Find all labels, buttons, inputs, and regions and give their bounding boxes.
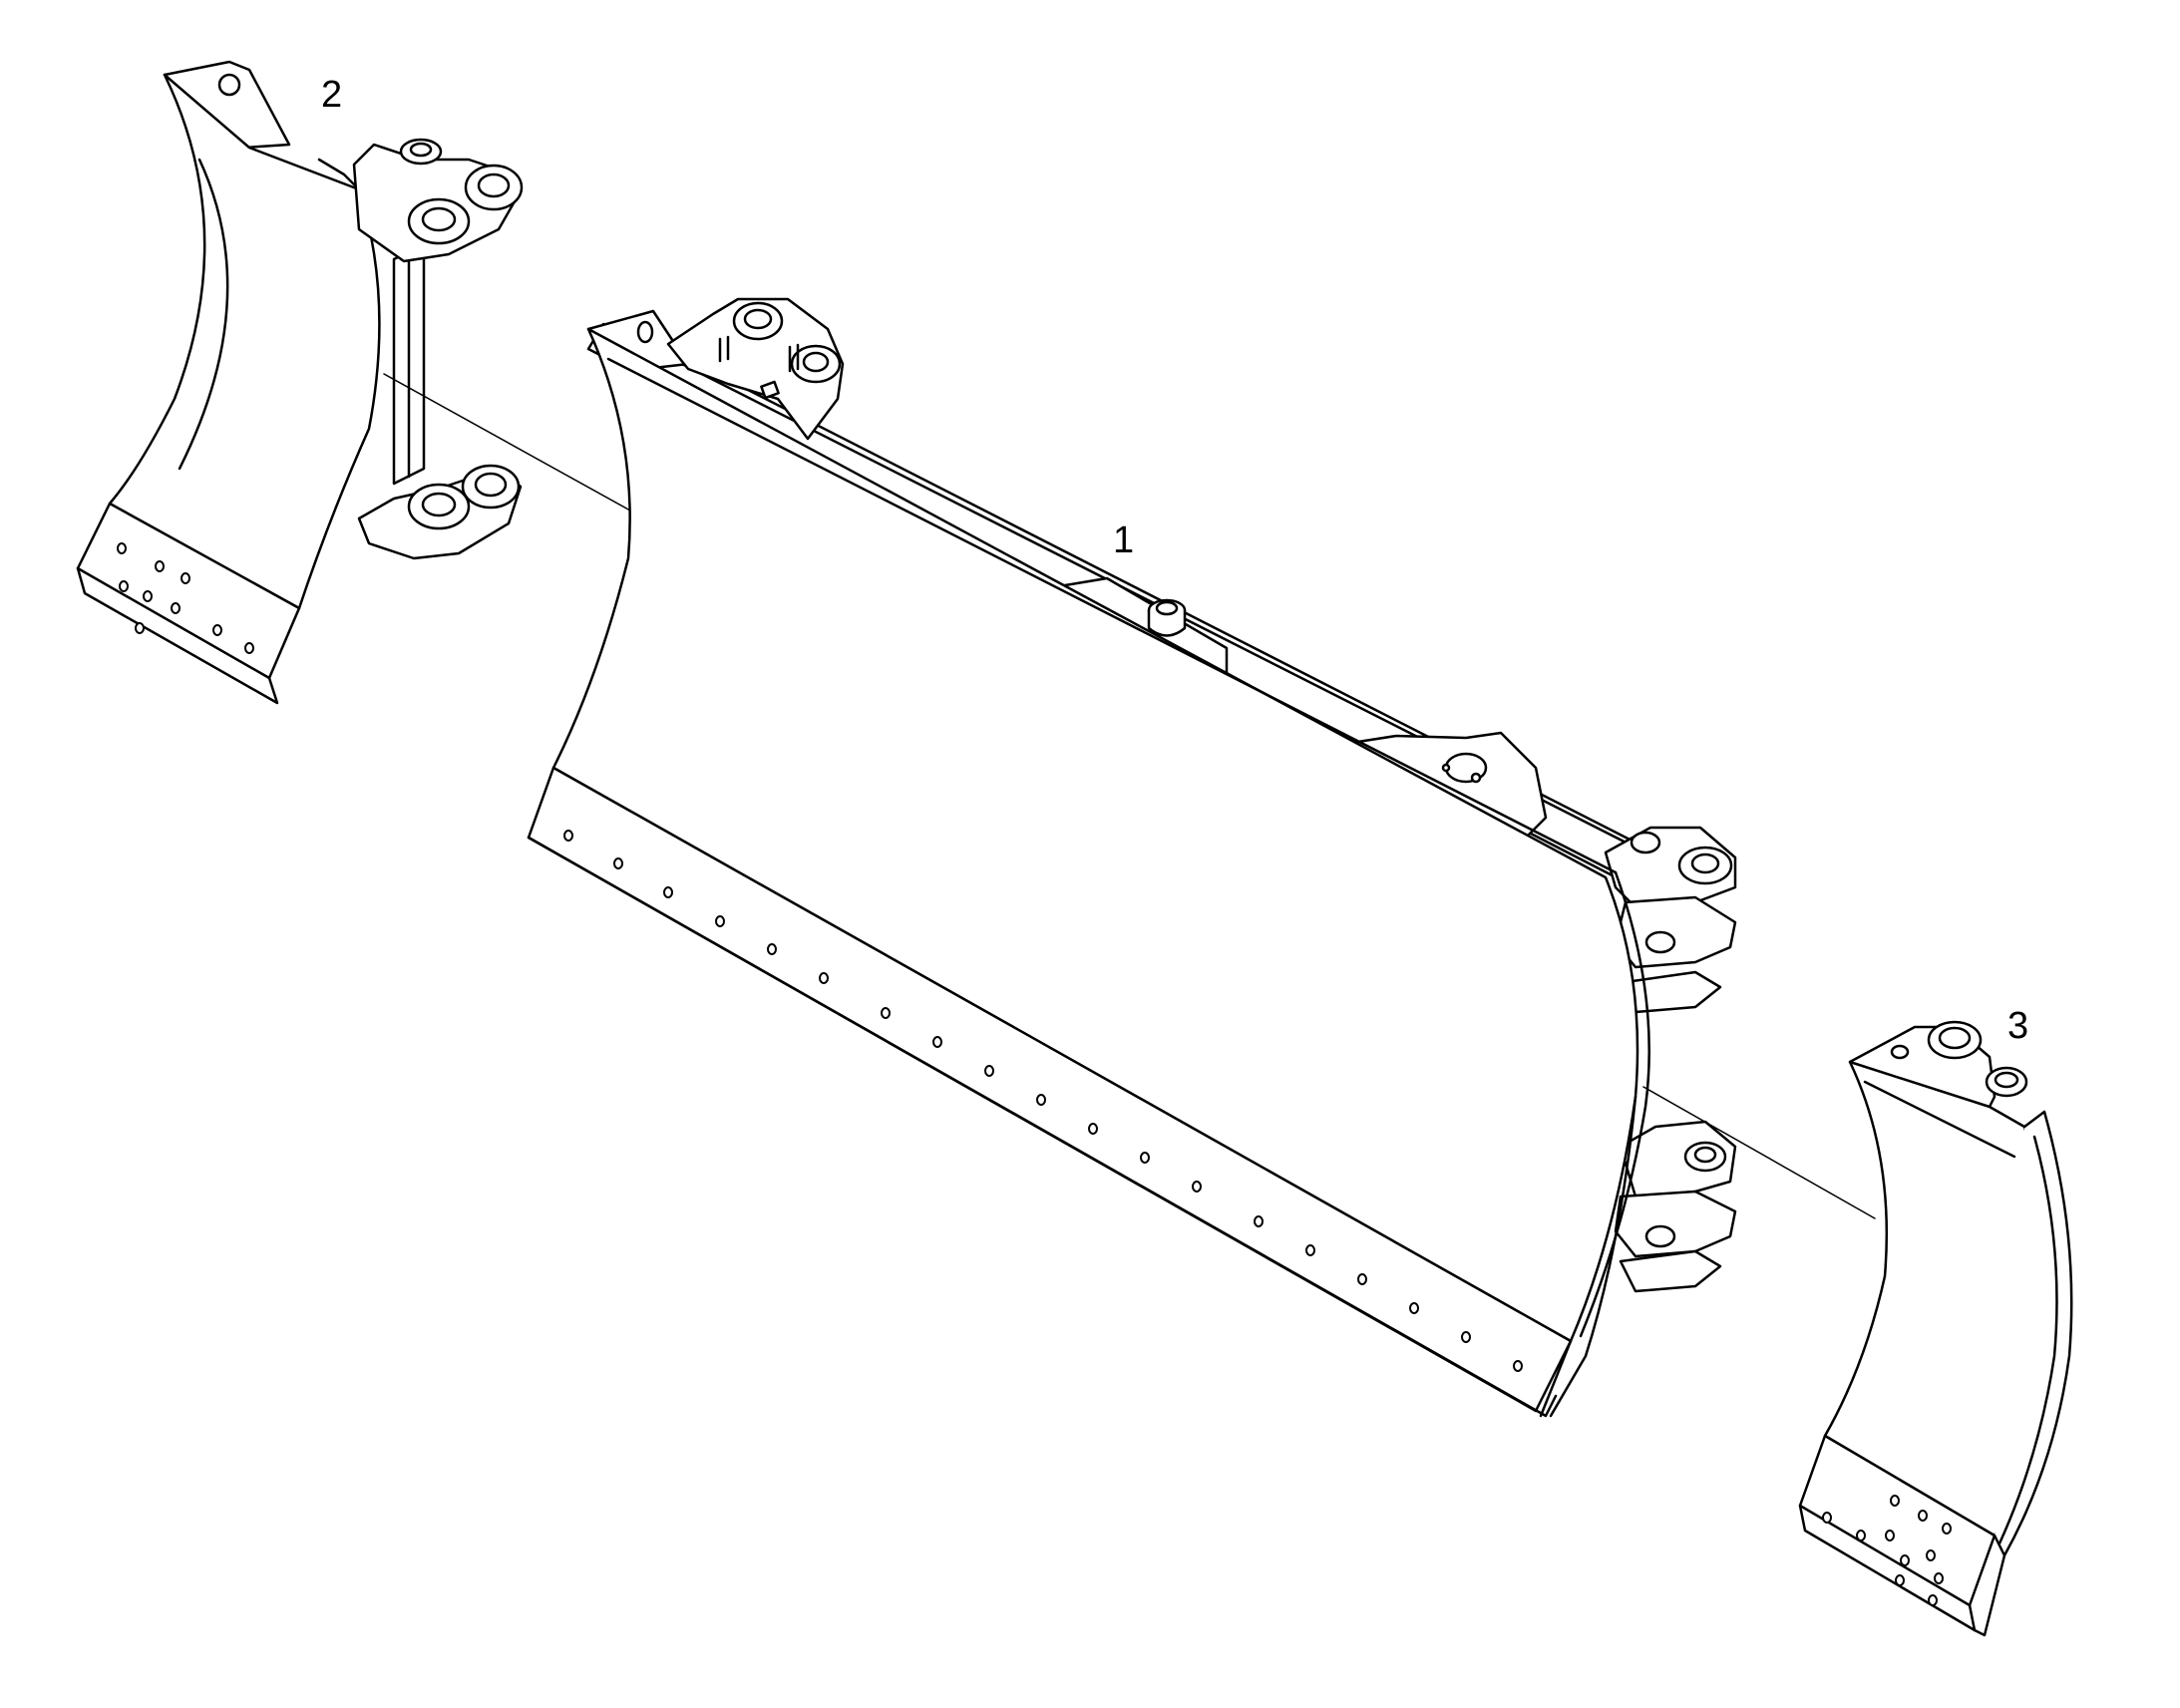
right-wing-bolt-holes (1822, 1495, 1952, 1606)
left-wing-bolt-holes (117, 542, 254, 654)
assembly-leader-lines (383, 373, 1876, 1219)
callout-2: 2 (321, 74, 343, 116)
left-blade-wing (76, 60, 524, 705)
leader-line-left (383, 373, 631, 512)
main-blade (527, 297, 1737, 1418)
main-blade-bolt-holes (563, 830, 1523, 1372)
callout-3: 3 (2007, 1005, 2029, 1047)
callout-1: 1 (1113, 519, 1135, 561)
right-blade-wing (1798, 1020, 2073, 1637)
leader-line-right (1642, 1086, 1876, 1219)
